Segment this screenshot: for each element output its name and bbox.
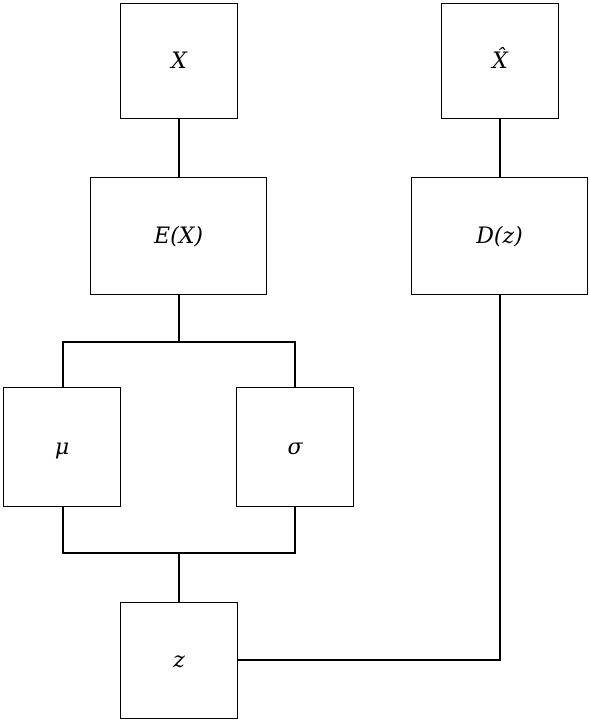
sigma-label: σ bbox=[287, 434, 303, 460]
input-node: X bbox=[120, 3, 238, 119]
latent-label: z bbox=[173, 648, 185, 673]
mu-node: μ bbox=[3, 387, 121, 507]
input-label: X bbox=[171, 48, 187, 74]
output-node: X̂ bbox=[441, 3, 559, 119]
edge-merge-branch bbox=[62, 506, 296, 554]
latent-node: z bbox=[120, 602, 238, 719]
edge-latent-decoder bbox=[238, 294, 501, 661]
encoder-node: E(X) bbox=[90, 177, 267, 295]
decoder-label: D(z) bbox=[476, 223, 523, 249]
output-label: X̂ bbox=[492, 48, 508, 74]
edge-encoder-branch bbox=[62, 341, 296, 388]
encoder-label: E(X) bbox=[154, 223, 203, 249]
sigma-node: σ bbox=[236, 387, 354, 507]
decoder-node: D(z) bbox=[411, 177, 588, 295]
mu-label: μ bbox=[54, 434, 70, 460]
